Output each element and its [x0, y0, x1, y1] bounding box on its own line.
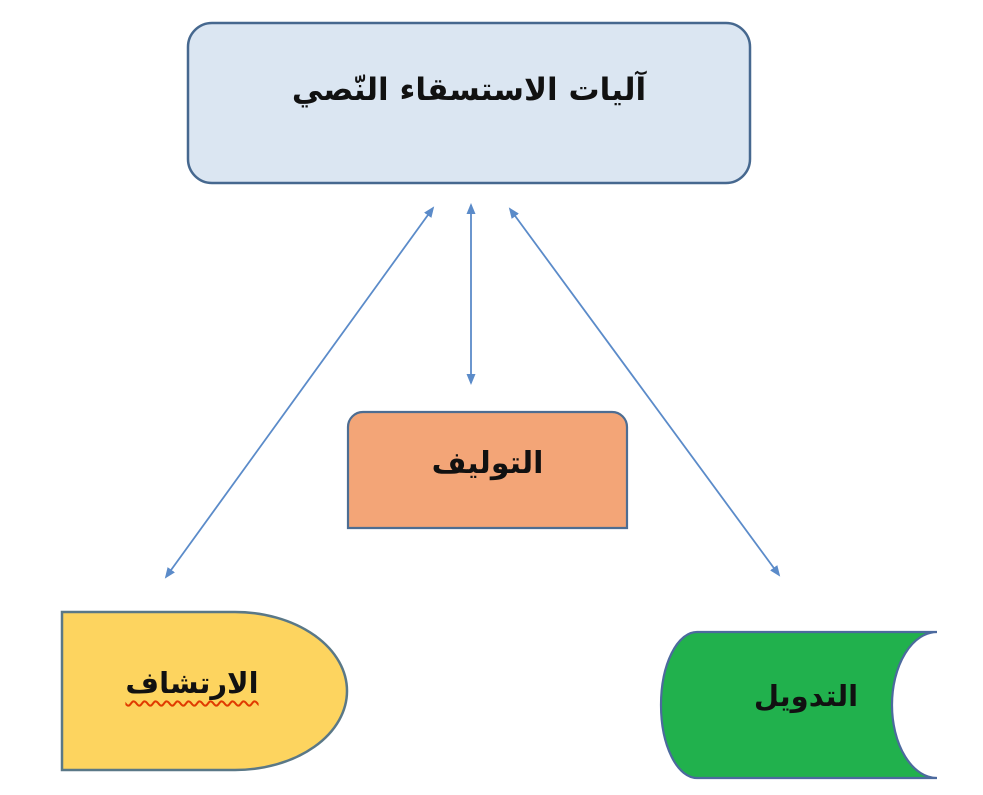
connector-top-to-right-arrow[interactable] — [508, 207, 781, 577]
node-top-rounded-rectangle[interactable] — [186, 21, 752, 185]
node-middle-rectangle[interactable] — [346, 410, 629, 530]
connector-top-to-left-arrow[interactable] — [164, 206, 435, 579]
node-left-delay-shape[interactable] — [60, 610, 349, 772]
node-right-stored-data-shape[interactable] — [659, 630, 938, 780]
